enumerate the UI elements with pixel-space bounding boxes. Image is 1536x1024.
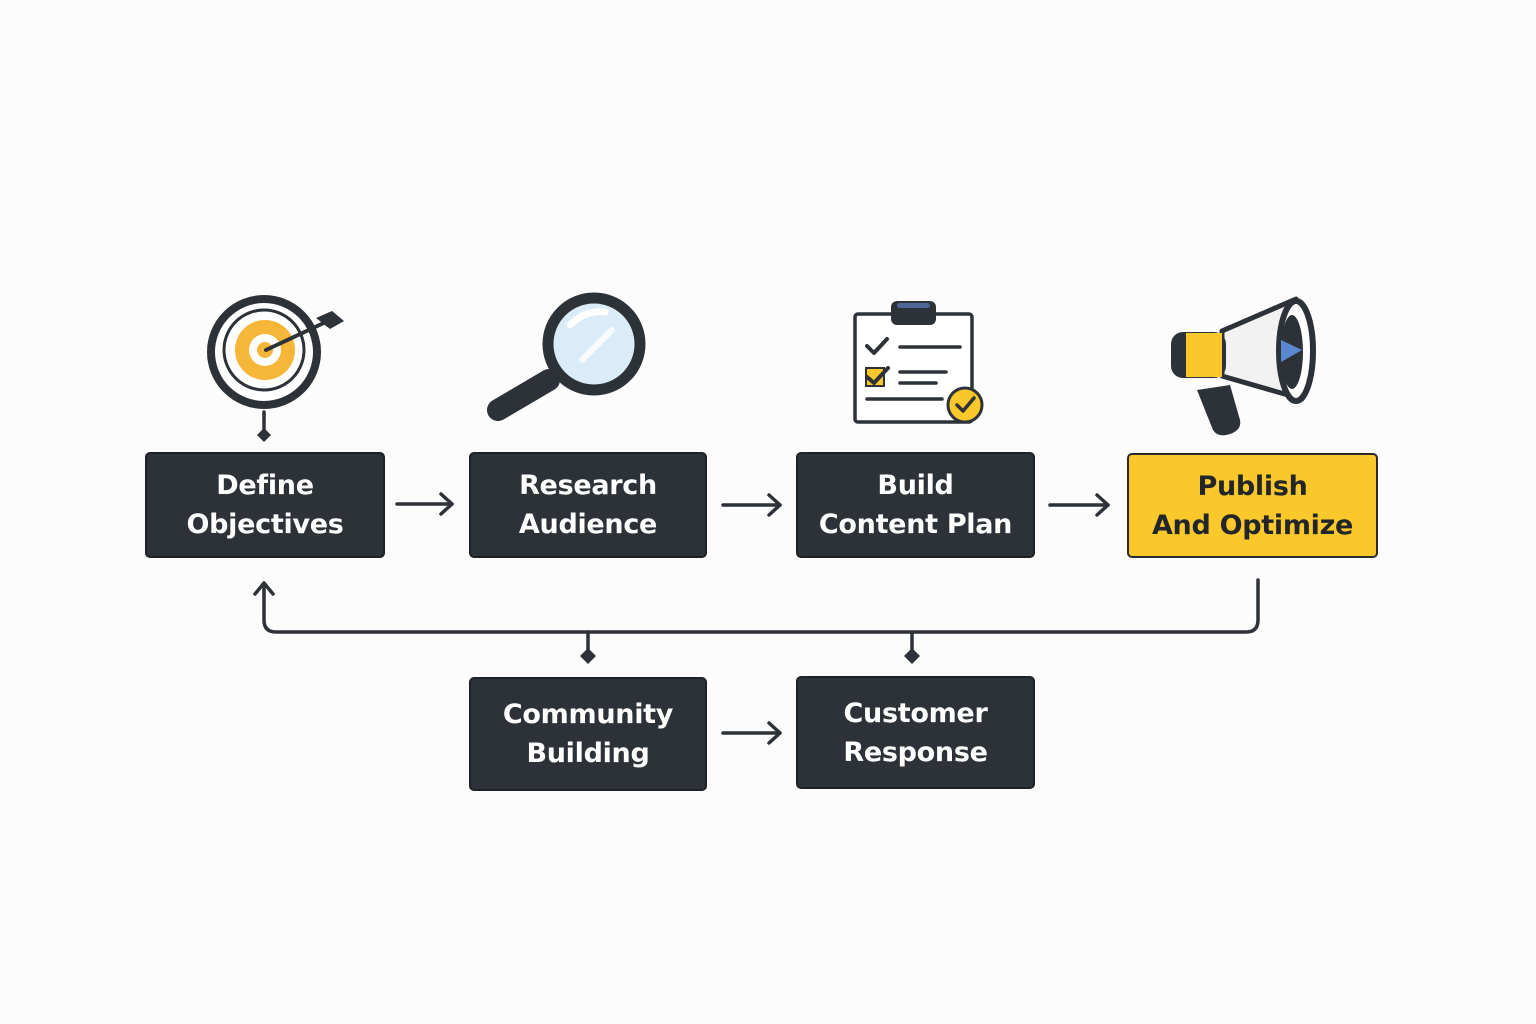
node-community-building: Community Building bbox=[469, 677, 707, 791]
diamond-marker-define bbox=[257, 428, 271, 442]
node-define-objectives: Define Objectives bbox=[145, 452, 385, 558]
diamond-marker-customer bbox=[904, 648, 920, 664]
megaphone-icon bbox=[1171, 296, 1316, 436]
node-build-content-plan-line-1: Build bbox=[877, 470, 954, 501]
arrow-community-to-customer bbox=[721, 721, 782, 745]
node-community-building-line-2: Building bbox=[526, 738, 650, 769]
node-research-audience: Research Audience bbox=[469, 452, 707, 558]
node-research-audience-line-2: Audience bbox=[518, 509, 658, 540]
node-community-building-line-1: Community bbox=[502, 699, 674, 730]
node-customer-response: Customer Response bbox=[796, 676, 1035, 789]
node-publish-and-optimize-line-1: Publish bbox=[1197, 470, 1308, 502]
feedback-loop-line bbox=[262, 578, 1260, 634]
node-publish-and-optimize-line-2: And Optimize bbox=[1151, 509, 1354, 541]
diamond-marker-community bbox=[580, 648, 596, 664]
target-icon bbox=[207, 295, 344, 409]
node-build-content-plan: Build Content Plan bbox=[796, 452, 1035, 558]
checklist-clipboard-icon bbox=[853, 301, 984, 424]
node-define-objectives-line-1: Define bbox=[216, 470, 314, 501]
node-define-objectives-line-2: Objectives bbox=[186, 509, 344, 540]
node-research-audience-line-1: Research bbox=[519, 470, 657, 501]
arrow-research-to-build bbox=[721, 493, 782, 517]
arrow-define-to-research bbox=[395, 492, 454, 516]
node-build-content-plan-line-2: Content Plan bbox=[818, 509, 1013, 540]
arrow-build-to-publish bbox=[1048, 493, 1110, 517]
feedback-loop-arrowhead bbox=[253, 581, 275, 596]
node-customer-response-line-1: Customer bbox=[843, 697, 988, 729]
node-customer-response-line-2: Response bbox=[843, 736, 988, 768]
node-publish-and-optimize: Publish And Optimize bbox=[1127, 453, 1378, 558]
magnifier-icon bbox=[487, 292, 646, 421]
